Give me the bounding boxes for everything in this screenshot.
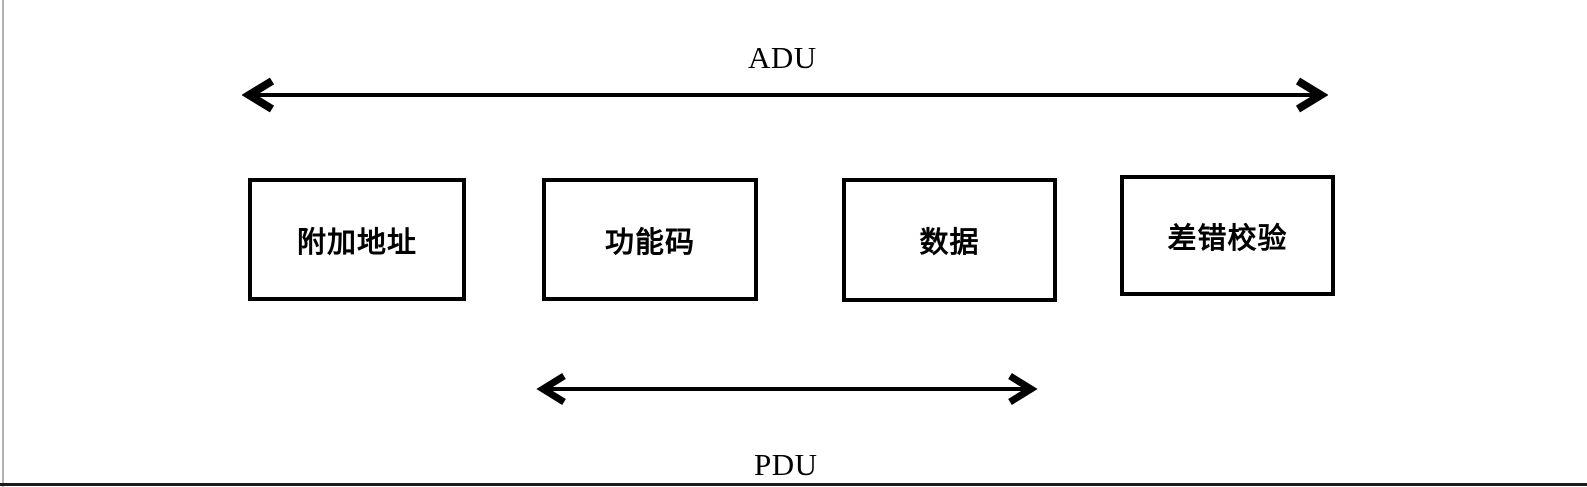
frame-box-additional-address: 附加地址 (248, 178, 466, 301)
bottom-rule-line (0, 483, 1587, 486)
frame-box-error-check: 差错校验 (1120, 175, 1335, 296)
adu-double-arrow (242, 77, 1328, 113)
page-edge-line (2, 0, 4, 487)
frame-box-label: 附加地址 (296, 224, 417, 259)
frame-box-data: 数据 (842, 178, 1057, 302)
pdu-span-label: PDU (754, 447, 818, 482)
frame-box-function-code: 功能码 (542, 178, 758, 301)
frame-box-label: 数据 (919, 225, 980, 259)
adu-span-label: ADU (748, 40, 817, 75)
pdu-double-arrow (536, 373, 1038, 405)
frame-box-label: 功能码 (604, 224, 695, 259)
frame-box-label: 差错校验 (1167, 220, 1288, 255)
